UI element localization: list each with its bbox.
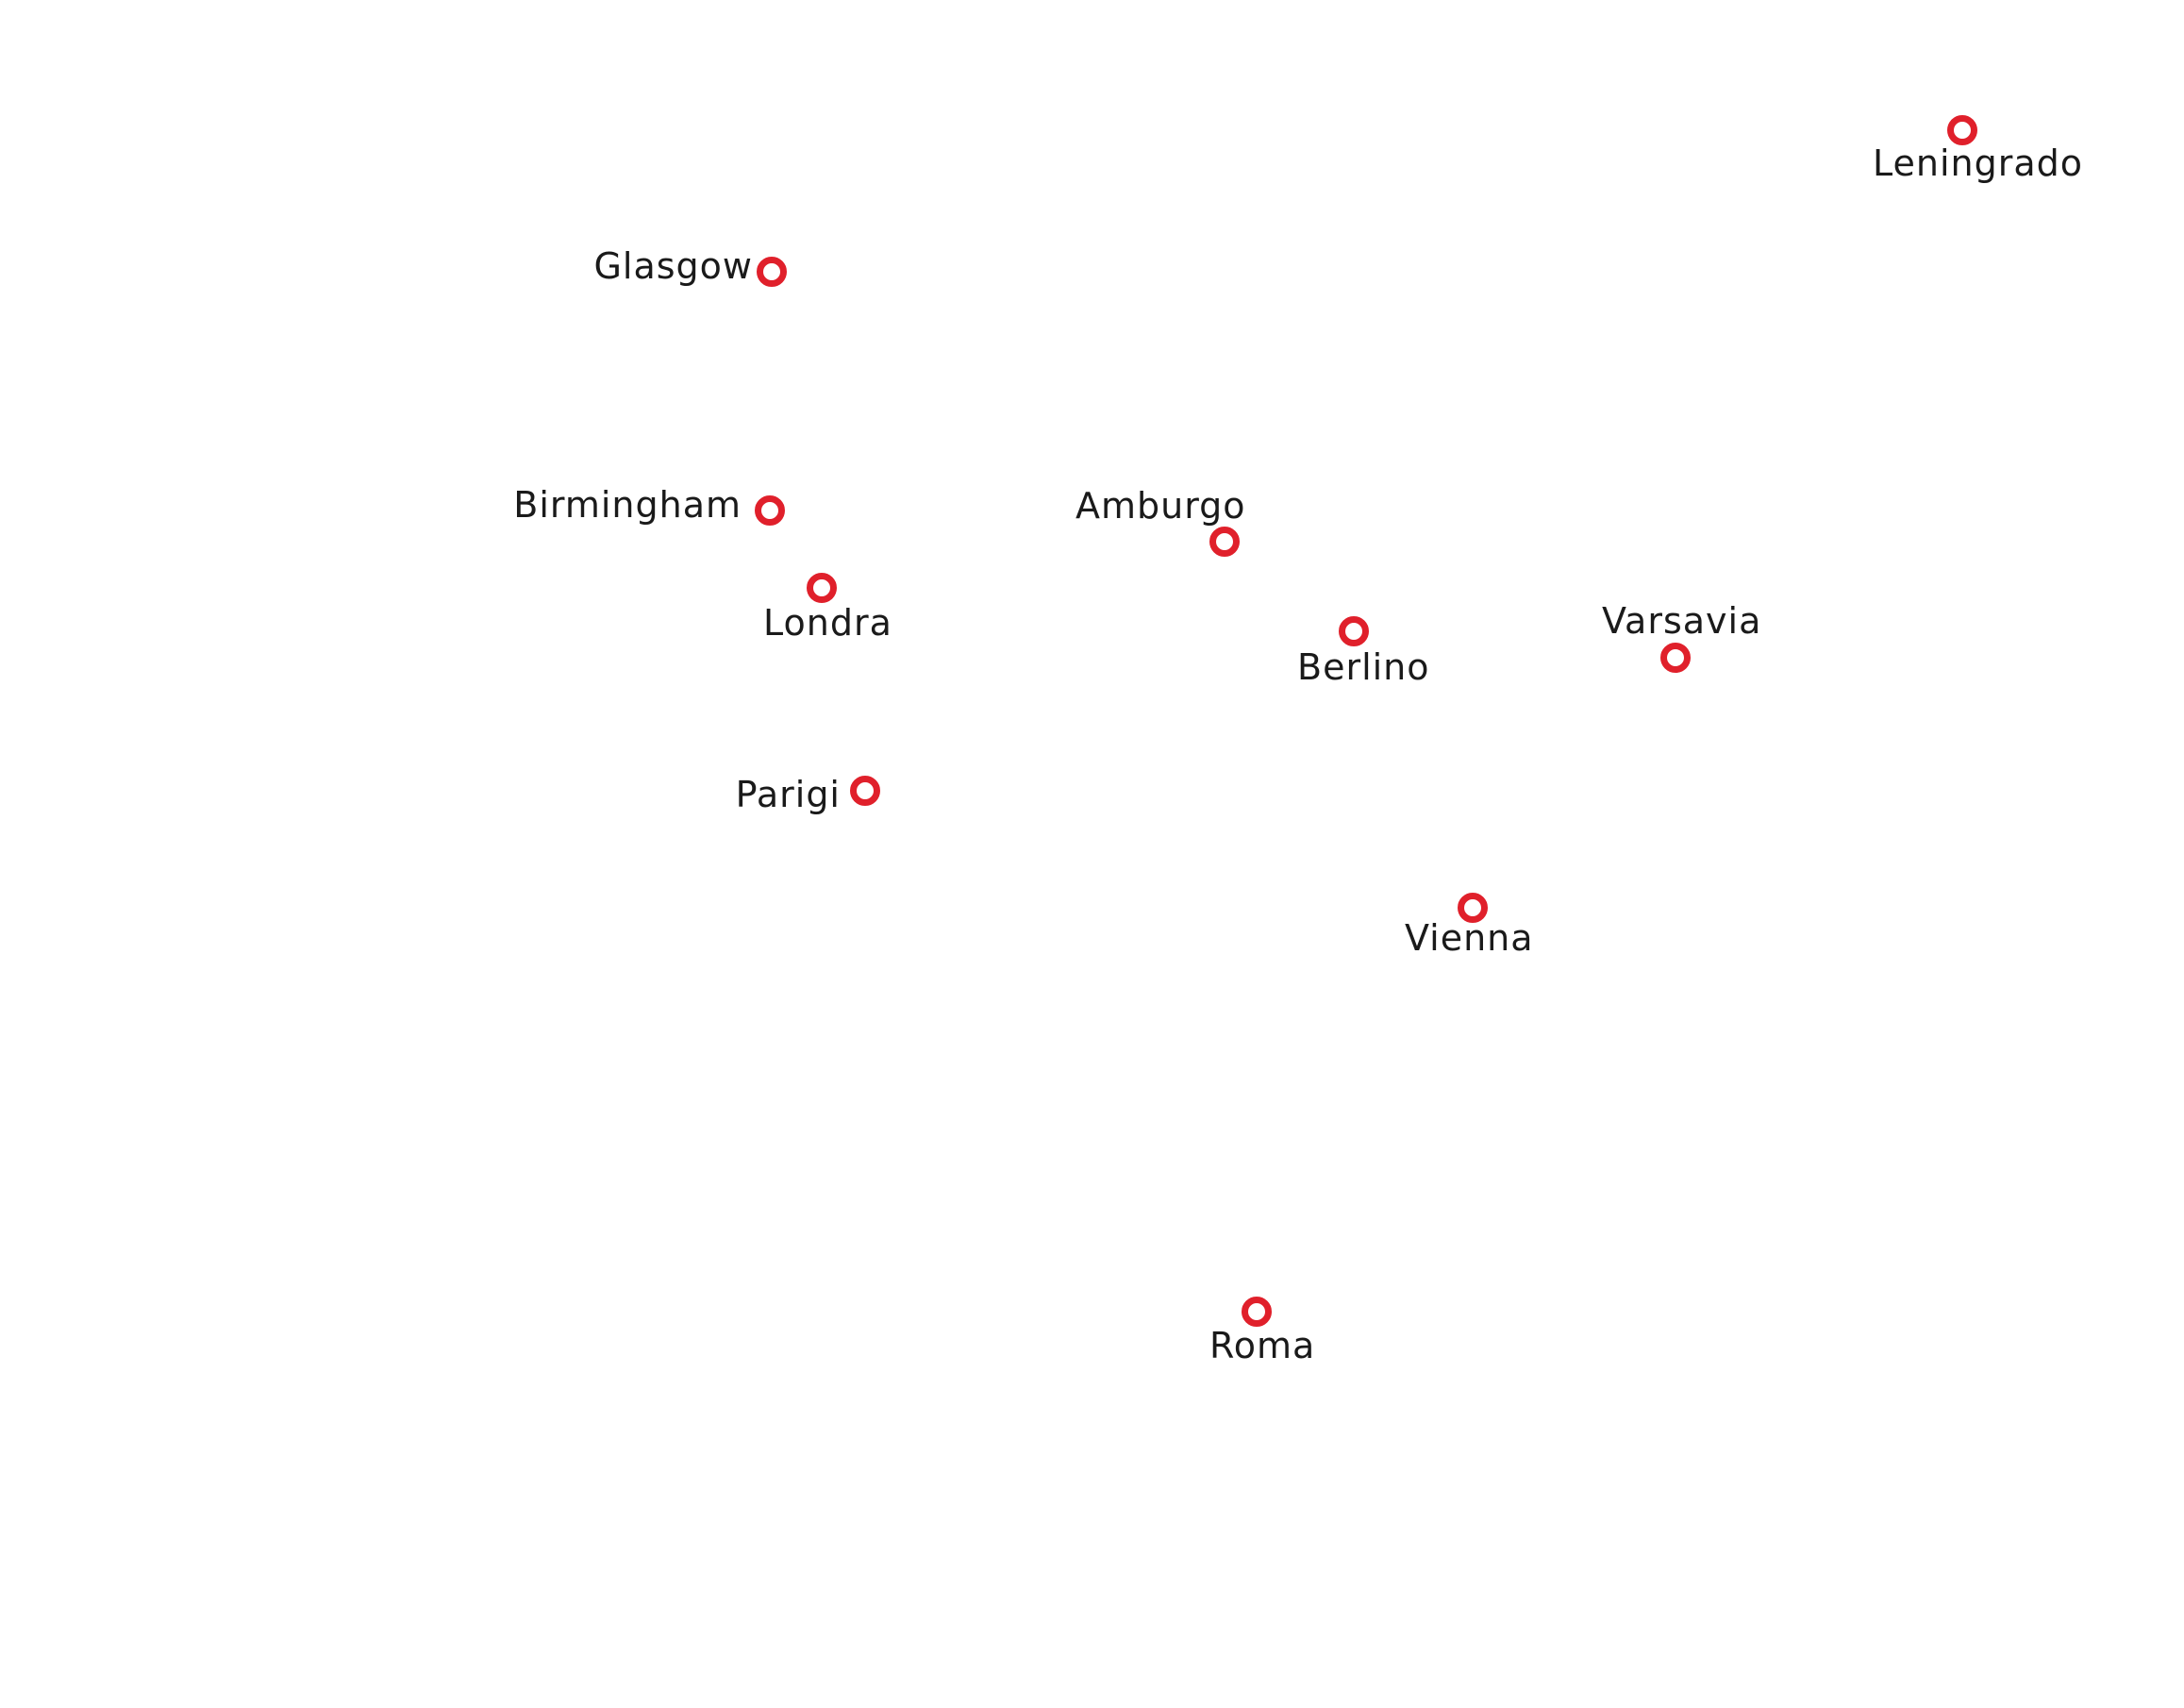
city-label-birmingham: Birmingham <box>513 484 742 526</box>
city-label-vienna: Vienna <box>1405 917 1534 959</box>
ring-marker-icon[interactable] <box>1209 527 1240 557</box>
city-label-roma: Roma <box>1209 1325 1316 1366</box>
ring-marker-icon[interactable] <box>850 776 880 806</box>
ring-marker-icon[interactable] <box>1242 1297 1272 1327</box>
ring-marker-icon[interactable] <box>1339 616 1369 646</box>
city-label-varsavia: Varsavia <box>1602 600 1762 642</box>
city-label-berlino: Berlino <box>1297 646 1430 688</box>
ring-marker-icon[interactable] <box>757 257 787 287</box>
city-label-leningrado: Leningrado <box>1873 142 2084 184</box>
city-label-glasgow: Glasgow <box>593 245 753 287</box>
city-label-parigi: Parigi <box>735 774 841 815</box>
ring-marker-icon[interactable] <box>1458 893 1488 923</box>
ring-marker-icon[interactable] <box>755 495 785 526</box>
city-label-londra: Londra <box>763 602 892 644</box>
ring-marker-icon[interactable] <box>1947 115 1977 145</box>
ring-marker-icon[interactable] <box>807 573 837 603</box>
city-label-amburgo: Amburgo <box>1075 485 1246 527</box>
ring-marker-icon[interactable] <box>1660 643 1691 673</box>
